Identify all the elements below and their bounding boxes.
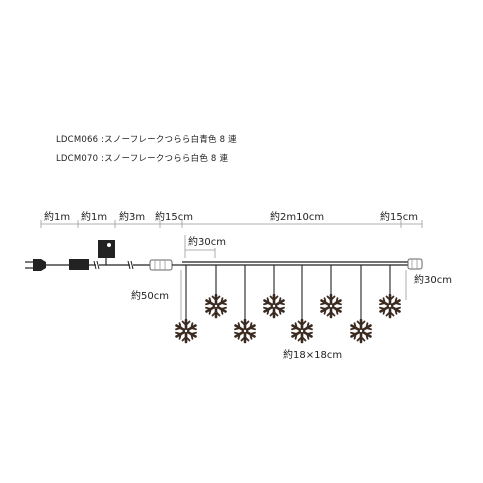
snowflake-icon [290, 318, 314, 344]
dim-label-seg3: 約3m [119, 210, 145, 223]
top-dimension-line [40, 220, 423, 228]
dim-label-seg5: 約2m10cm [270, 210, 324, 223]
power-plug [25, 259, 46, 271]
dim-label-seg1: 約1m [44, 210, 70, 223]
model-line-ldcm066: LDCM066 :スノーフレークつらら白青色 8 連 [56, 135, 237, 145]
drop-wires [185, 265, 391, 320]
cable-break-mark [93, 260, 100, 270]
snowflake-icon [262, 293, 286, 319]
dim-label-drop-end: 約30cm [414, 273, 452, 286]
snowflake-icon [349, 318, 373, 344]
dim-label-flake-size: 約18×18cm [283, 348, 342, 361]
snowflake-icon [233, 318, 257, 344]
end-cap [407, 258, 423, 270]
dim-label-spacing: 約30cm [188, 235, 226, 248]
connector [149, 259, 173, 271]
snowflake-icon [319, 293, 343, 319]
spacing-dimension [184, 235, 216, 258]
snowflake-icon [378, 293, 402, 319]
dim-label-seg6: 約15cm [380, 210, 418, 223]
dim-label-seg4: 約15cm [155, 210, 193, 223]
inline-adapter [69, 259, 89, 270]
dim-label-seg2: 約1m [81, 210, 107, 223]
model-line-ldcm070: LDCM070 :スノーフレークつらら白色 8 連 [56, 154, 229, 164]
dim-label-drop-long: 約50cm [131, 289, 169, 302]
snowflake-icon [174, 318, 198, 344]
controller-box [98, 240, 115, 265]
snowflake-icon [204, 293, 228, 319]
